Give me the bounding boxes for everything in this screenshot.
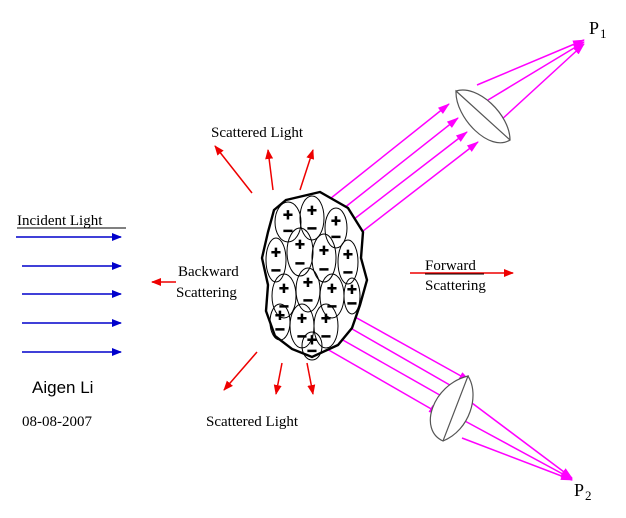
- ray-to-lens: [333, 334, 453, 403]
- plus-charge: +: [307, 204, 318, 219]
- ray-to-lens: [345, 311, 471, 382]
- date-label: 08-08-2007: [22, 414, 92, 430]
- minus-charge: −: [347, 297, 358, 312]
- minus-charge: −: [279, 299, 290, 314]
- upper-lens: [455, 89, 511, 144]
- plus-charge: +: [321, 312, 332, 327]
- minus-charge: −: [319, 263, 330, 278]
- ray-to-lens: [339, 321, 463, 393]
- ray-to-p1: [499, 43, 585, 122]
- dipole-cell: [313, 303, 339, 349]
- ray-to-p2: [461, 437, 573, 481]
- scattered-light-top-label: Scattered Light: [211, 125, 304, 141]
- scattered-arrow-top: [265, 149, 274, 191]
- ray-to-p2: [463, 396, 573, 479]
- scattered-arrow-bottom: [306, 362, 316, 395]
- incident-arrows: [16, 233, 122, 356]
- plus-charge: +: [347, 282, 358, 297]
- dipole-cell: [299, 195, 325, 241]
- plus-charge: +: [283, 208, 294, 223]
- p1-label: P 1: [589, 18, 607, 41]
- minus-charge: −: [307, 221, 318, 236]
- plus-charge: +: [297, 312, 308, 327]
- author-label: Aigen Li: [32, 378, 93, 397]
- minus-charge: −: [275, 323, 286, 338]
- p2-subscript: 2: [585, 488, 592, 503]
- plus-charge: +: [303, 276, 314, 291]
- plus-charge: +: [271, 246, 282, 261]
- minus-charge: −: [297, 329, 308, 344]
- ray-to-lens: [319, 344, 441, 415]
- lower-lens: [429, 375, 474, 442]
- forward-label: Forward: [425, 258, 476, 274]
- minus-charge: −: [303, 293, 314, 308]
- scattered-arrow-bottom: [223, 351, 258, 391]
- p1-subscript: 1: [600, 26, 607, 41]
- dipole-cell: [265, 237, 287, 283]
- p1-main: P: [589, 18, 599, 38]
- scattered-arrow-top: [299, 149, 315, 191]
- dipole-cell: [301, 331, 323, 361]
- minus-charge: −: [307, 344, 318, 359]
- plus-charge: +: [275, 308, 286, 323]
- dipole-cells: +−+−+−+−+−+−+−+−+−+−+−+−+−+−+−: [265, 195, 361, 361]
- particle-outline: [260, 190, 369, 359]
- dipole-cell: [337, 239, 359, 285]
- minus-charge: −: [343, 265, 354, 280]
- plus-charge: +: [331, 214, 342, 229]
- forward-rays-lower: [319, 311, 573, 481]
- p2-main: P: [574, 480, 584, 500]
- minus-charge: −: [331, 230, 342, 245]
- plus-charge: +: [279, 282, 290, 297]
- plus-charge: +: [307, 333, 318, 348]
- ray-to-p2: [462, 419, 573, 480]
- p2-label: P 2: [574, 480, 592, 503]
- plus-charge: +: [343, 248, 354, 263]
- ray-to-p1: [487, 41, 585, 101]
- minus-charge: −: [283, 224, 294, 239]
- dipole-cell: [324, 207, 348, 249]
- scattered-arrow-top: [214, 145, 253, 194]
- plus-charge: +: [327, 282, 338, 297]
- scattered-light-bottom-label: Scattered Light: [206, 414, 299, 430]
- dipole-cell: [311, 233, 337, 283]
- incident-light-label: Incident Light: [17, 213, 103, 229]
- dipole-cell: [343, 277, 361, 315]
- forward-label-2: Scattering: [425, 278, 486, 294]
- plus-charge: +: [319, 243, 330, 258]
- minus-charge: −: [271, 263, 282, 278]
- plus-charge: +: [295, 237, 306, 252]
- scattered-arrow-bottom: [273, 362, 283, 395]
- dipole-cell: [286, 227, 314, 277]
- ray-to-p1: [476, 39, 585, 86]
- backward-label: Backward: [178, 264, 239, 280]
- particle: +−+−+−+−+−+−+−+−+−+−+−+−+−+−+−: [260, 190, 369, 361]
- backward-label-2: Scattering: [176, 285, 237, 301]
- scattered-arrows: [151, 145, 514, 395]
- minus-charge: −: [321, 329, 332, 344]
- minus-charge: −: [295, 257, 306, 272]
